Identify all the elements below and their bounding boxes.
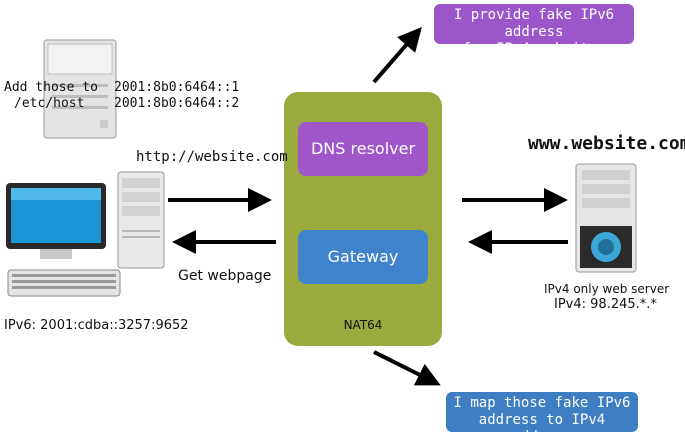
- arrow-to-top-callout: [372, 26, 422, 84]
- gateway-box: Gateway: [298, 230, 428, 284]
- server-description: IPv4 only web server: [544, 282, 670, 296]
- mapping-callout: I map those fake IPv6 address to IPv4 ad…: [446, 392, 638, 445]
- client-ipv6-label: IPv6: 2001:cdba::3257:9652: [4, 318, 189, 333]
- hosts-note-left-2: /etc/host: [14, 96, 85, 111]
- fake-ipv6-callout: I provide fake IPv6 address for IPv4 web…: [434, 4, 634, 57]
- diagram-graphics: [6, 26, 637, 386]
- get-webpage-label: Get webpage: [178, 268, 272, 284]
- hosts-note-right-2: 2001:8b0:6464::2: [114, 96, 240, 111]
- fake-ipv6-callout-line-1: I provide fake IPv6 address: [453, 7, 615, 40]
- fake-ipv6-callout-line-2: for IPv4 websites: [462, 41, 606, 57]
- hosts-note-left-1: Add those to: [4, 80, 98, 95]
- dns-server-illustration: [43, 39, 117, 139]
- hosts-note-right-1: 2001:8b0:6464::1: [114, 80, 240, 95]
- mapping-callout-line-2: address to IPv4 address: [478, 412, 606, 445]
- arrow-to-bottom-callout: [373, 350, 441, 386]
- request-url-label: http://website.com: [136, 149, 288, 165]
- web-server-illustration: [575, 163, 637, 273]
- client-desktop-illustration: [6, 171, 165, 297]
- nat64-label: NAT64: [343, 318, 383, 332]
- server-ipv4: IPv4: 98.245.*.*: [554, 297, 657, 312]
- server-hostname: www.website.com: [528, 133, 685, 154]
- dns-resolver-box: DNS resolver: [298, 122, 428, 176]
- mapping-callout-line-1: I map those fake IPv6: [453, 395, 631, 411]
